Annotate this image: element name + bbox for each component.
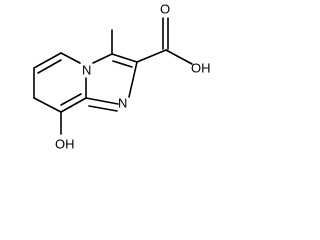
bond-c8-c7 [33, 97, 62, 113]
bonds [33, 17, 193, 135]
bond-c5-c6 [33, 52, 62, 69]
structure-canvas: N N O OH OH [33, 1, 211, 151]
atom-labels: N N O OH OH [55, 1, 211, 151]
bond-c6-n1 [60, 52, 81, 64]
bond-n3-c8a [85, 97, 119, 105]
bond-c5-c6-double [37, 59, 62, 74]
atom-oh-phenol: OH [55, 136, 75, 151]
atom-n-bridgehead: N [82, 62, 91, 77]
bond-c8a-c8 [60, 97, 87, 113]
bond-n3-c8a-double [88, 105, 118, 112]
bond-n1-c3 [92, 53, 113, 64]
bond-carboxyl-oh [165, 49, 193, 65]
atom-o-carbonyl: O [160, 1, 170, 16]
bond-c2-n3 [128, 61, 138, 98]
bond-c2-carboxyl [136, 49, 167, 63]
bond-c3-c2-double [112, 60, 133, 68]
atom-oh-carboxyl: OH [191, 60, 211, 75]
bond-c8a-c8-double [60, 93, 82, 106]
bond-c3-c2 [111, 53, 138, 63]
molecule-structure: N N O OH OH [33, 1, 211, 151]
atom-n-imine: N [118, 95, 127, 110]
